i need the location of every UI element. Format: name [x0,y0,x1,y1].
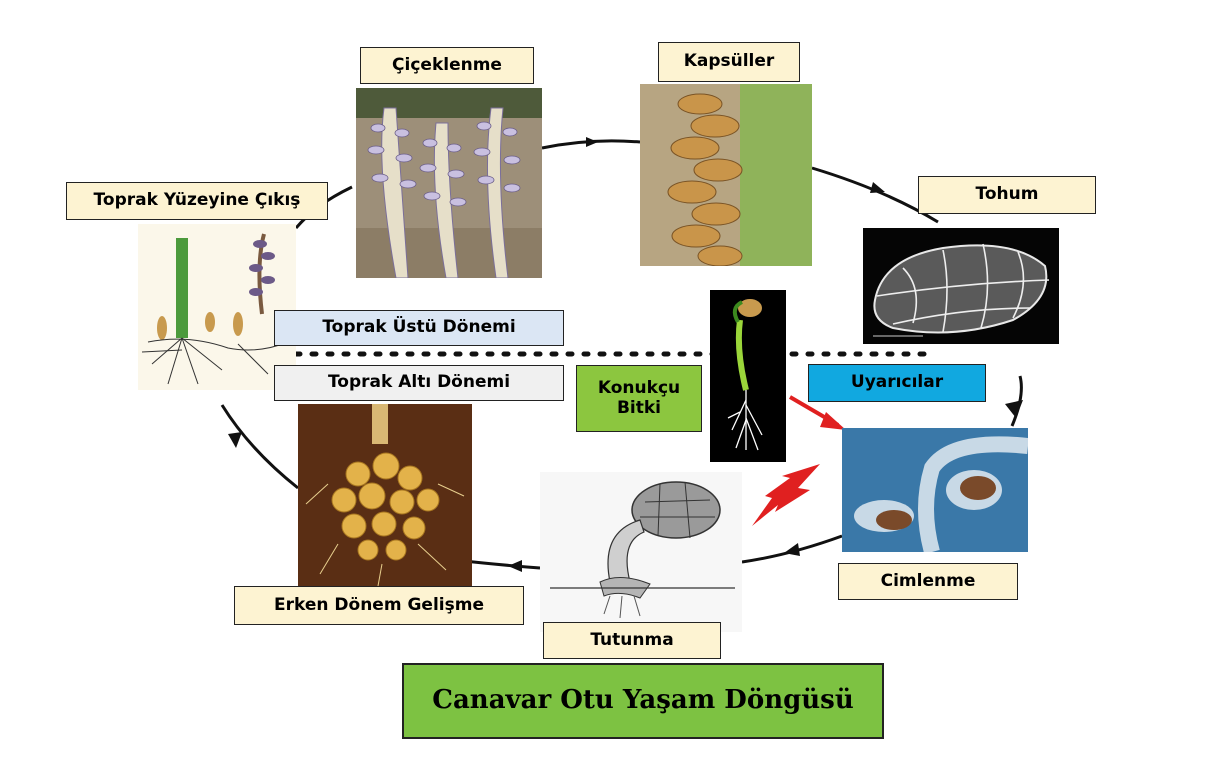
stage-label-emergence: Toprak Yüzeyine Çıkış [66,182,328,220]
host-plant-photo [710,290,786,462]
host-plant-label: Konukçu Bitki [576,365,702,432]
stimulants-label: Uyarıcılar [808,364,986,402]
capsules-photo [640,84,812,266]
period-label-below-ground: Toprak Altı Dönemi [274,365,564,401]
stage-label-early-development: Erken Dönem Gelişme [234,586,524,625]
seed-photo [863,228,1059,344]
stage-label-flowering: Çiçeklenme [360,47,534,84]
germination-photo [842,428,1028,552]
diagram-title: Canavar Otu Yaşam Döngüsü [402,663,884,739]
arrow-early-to-emergence [222,405,298,488]
flowering-photo [356,88,542,278]
early-development-photo [298,404,472,586]
emergence-drawing [138,224,296,390]
stage-label-germination: Cimlenme [838,563,1018,600]
stage-label-capsules: Kapsüller [658,42,800,82]
stage-label-attachment: Tutunma [543,622,721,659]
attachment-signal-arrow [752,464,820,526]
attachment-sketch [540,472,742,632]
host-plant-text: Konukçu Bitki [598,379,680,418]
stage-label-seed: Tohum [918,176,1096,214]
period-label-above-ground: Toprak Üstü Dönemi [274,310,564,346]
